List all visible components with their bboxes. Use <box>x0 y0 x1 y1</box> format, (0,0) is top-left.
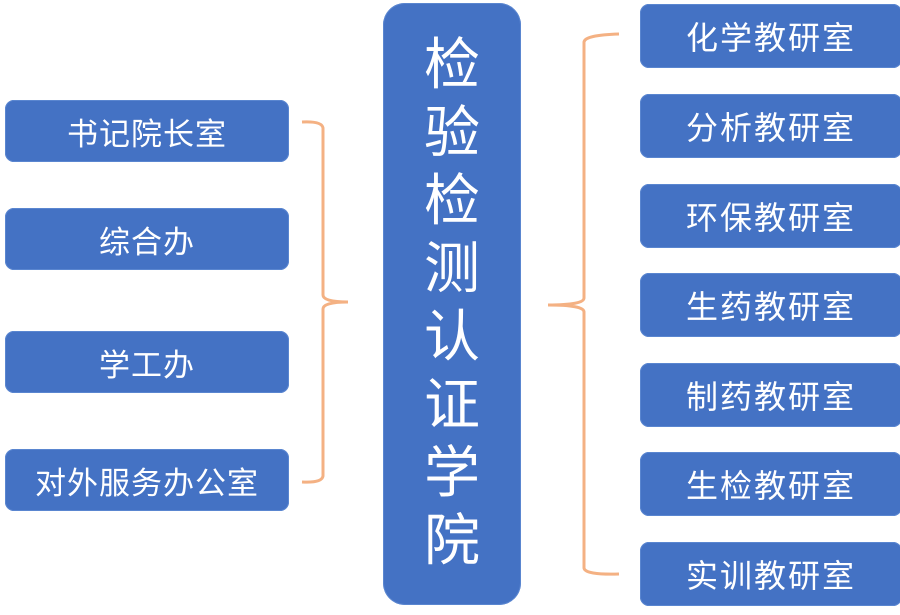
unit-box-student-affairs-office: 学工办 <box>5 331 289 393</box>
unit-box-external-services-office: 对外服务办公室 <box>5 449 289 511</box>
left-bracket <box>301 120 349 484</box>
center-label-char: 验 <box>424 101 480 166</box>
unit-box-practical-training: 实训教研室 <box>640 542 900 606</box>
unit-box-pharmacognosy: 生药教研室 <box>640 273 900 337</box>
center-label-char: 检 <box>424 33 480 98</box>
unit-box-bio-inspection: 生检教研室 <box>640 452 900 516</box>
center-label-char: 证 <box>424 373 480 438</box>
center-label-char: 认 <box>424 305 480 370</box>
unit-box-pharmaceutics: 制药教研室 <box>640 363 900 427</box>
center-label-char: 学 <box>424 441 480 506</box>
center-college-box: 检验检测认证学院 <box>383 3 521 605</box>
unit-box-environmental: 环保教研室 <box>640 184 900 248</box>
center-label-char: 检 <box>424 169 480 234</box>
center-label-char: 院 <box>424 509 480 574</box>
center-label-char: 测 <box>424 237 480 302</box>
unit-box-analysis: 分析教研室 <box>640 94 900 158</box>
unit-box-chemistry: 化学教研室 <box>640 4 900 68</box>
right-bracket <box>547 32 620 576</box>
unit-box-general-office: 综合办 <box>5 208 289 270</box>
unit-box-secretary-dean-office: 书记院长室 <box>5 100 289 162</box>
center-college-label: 检验检测认证学院 <box>424 32 480 576</box>
